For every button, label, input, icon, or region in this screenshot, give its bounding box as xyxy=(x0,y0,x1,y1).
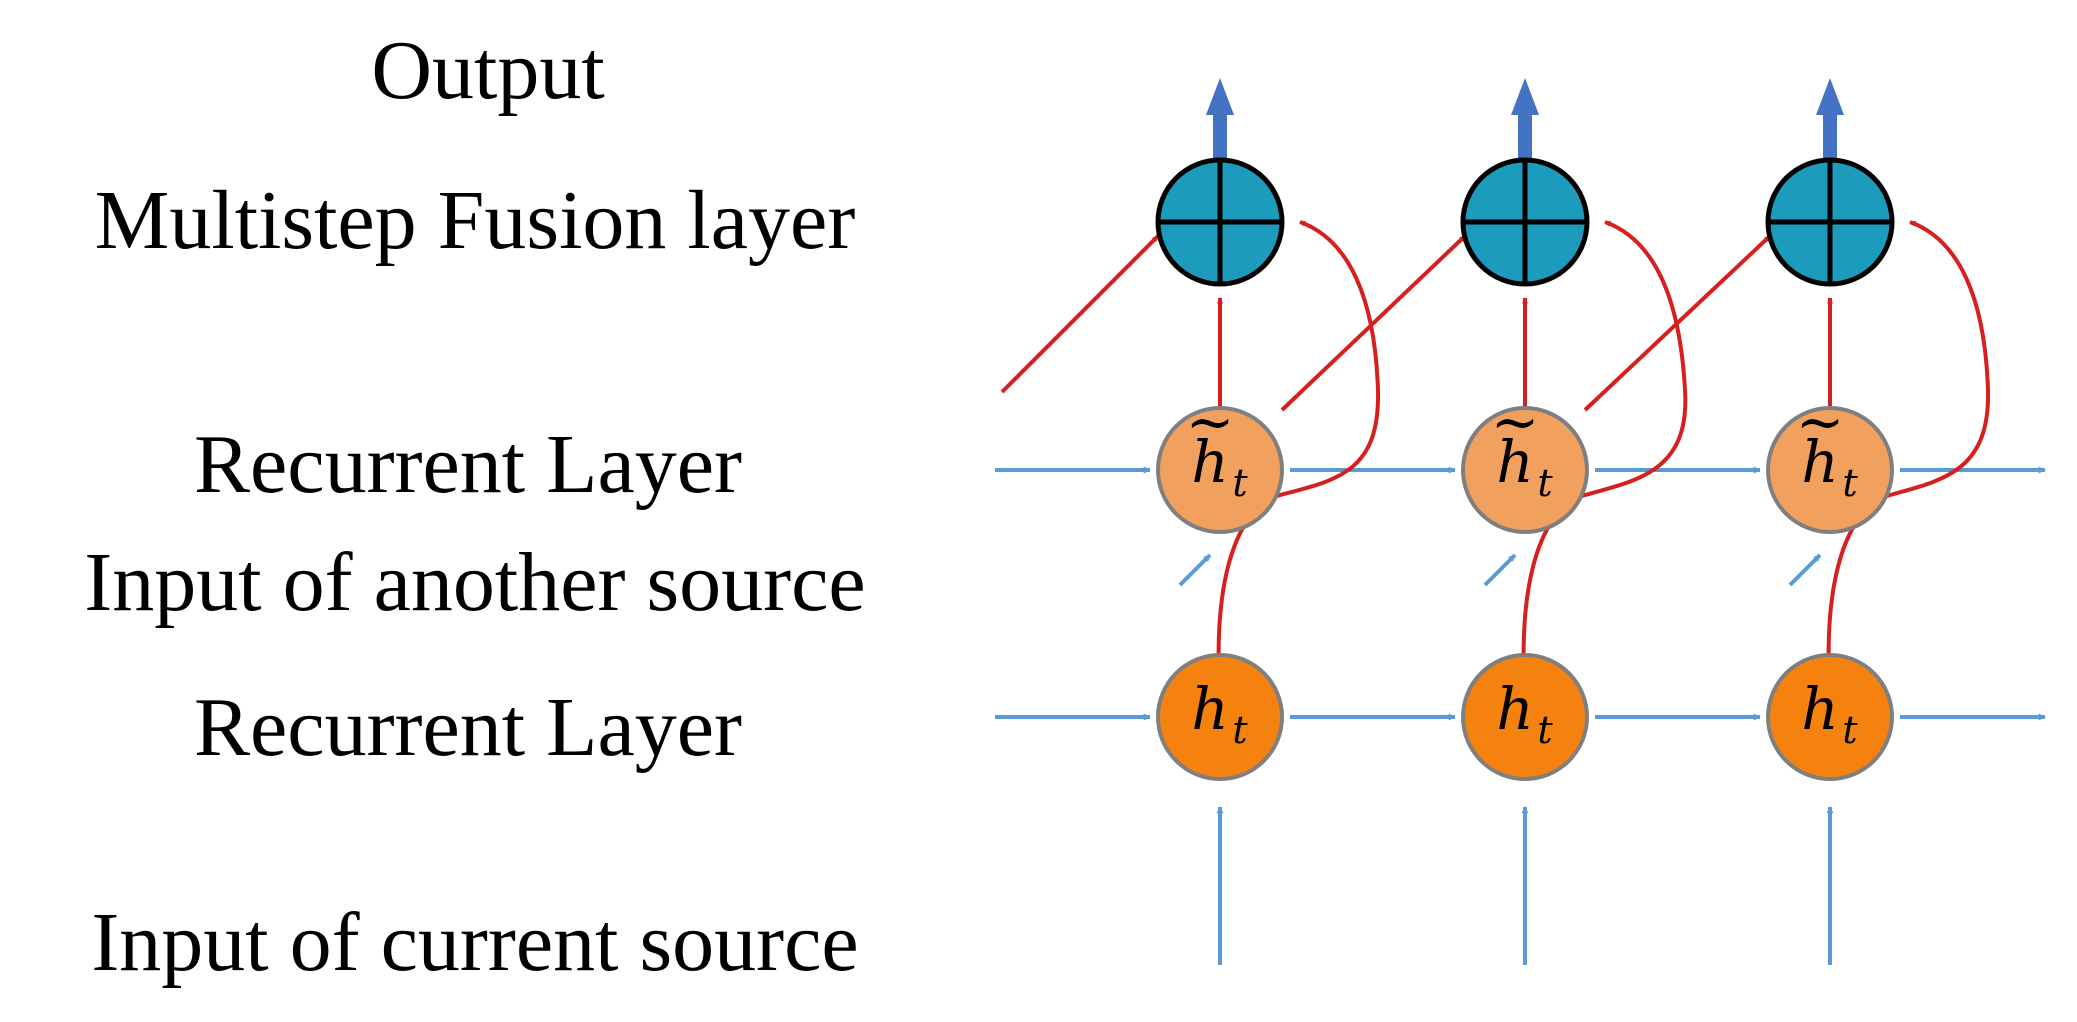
label-fusion-layer: Multistep Fusion layer xyxy=(95,174,856,267)
tilde-node-subscript: t xyxy=(1537,461,1553,505)
hidden-node-1: h t xyxy=(1156,653,1284,781)
label-output: Output xyxy=(371,24,604,117)
hidden-node-subscript: t xyxy=(1232,708,1248,752)
tilde-node-var: h xyxy=(1496,428,1533,496)
tilde-mark: ~ xyxy=(1491,388,1540,456)
hidden-node-var: h xyxy=(1496,675,1533,743)
tilde-mark: ~ xyxy=(1186,388,1235,456)
hidden-node-2: h t xyxy=(1461,653,1589,781)
tilde-node-var: h xyxy=(1191,428,1228,496)
hidden-node-subscript: t xyxy=(1537,708,1553,752)
label-recurrent-layer-bottom: Recurrent Layer xyxy=(194,681,742,774)
tilde-mark: ~ xyxy=(1796,388,1845,456)
tilde-node-var: h xyxy=(1801,428,1838,496)
fusion-node-1 xyxy=(1155,157,1285,287)
tilde-node-subscript: t xyxy=(1232,461,1248,505)
label-input-another-source: Input of another source xyxy=(84,536,865,629)
fusion-node-3 xyxy=(1765,157,1895,287)
hidden-node-3: h t xyxy=(1766,653,1894,781)
hidden-node-var: h xyxy=(1191,675,1228,743)
tilde-node-3: h ~ t xyxy=(1766,388,1894,534)
fusion-node-2 xyxy=(1460,157,1590,287)
hidden-node-subscript: t xyxy=(1842,708,1858,752)
tilde-node-subscript: t xyxy=(1842,461,1858,505)
fusion-input-arrows xyxy=(1217,297,1833,408)
label-input-current-source: Input of current source xyxy=(91,896,858,989)
input-current-arrows xyxy=(1216,806,1834,965)
label-recurrent-layer-top: Recurrent Layer xyxy=(194,418,742,511)
input-another-arrows xyxy=(1178,553,1822,587)
output-arrows xyxy=(1206,78,1844,160)
skip-connection-arrows xyxy=(1216,220,1991,718)
tilde-node-2: h ~ t xyxy=(1461,388,1589,534)
tilde-node-1: h ~ t xyxy=(1156,388,1284,534)
hidden-node-var: h xyxy=(1801,675,1838,743)
